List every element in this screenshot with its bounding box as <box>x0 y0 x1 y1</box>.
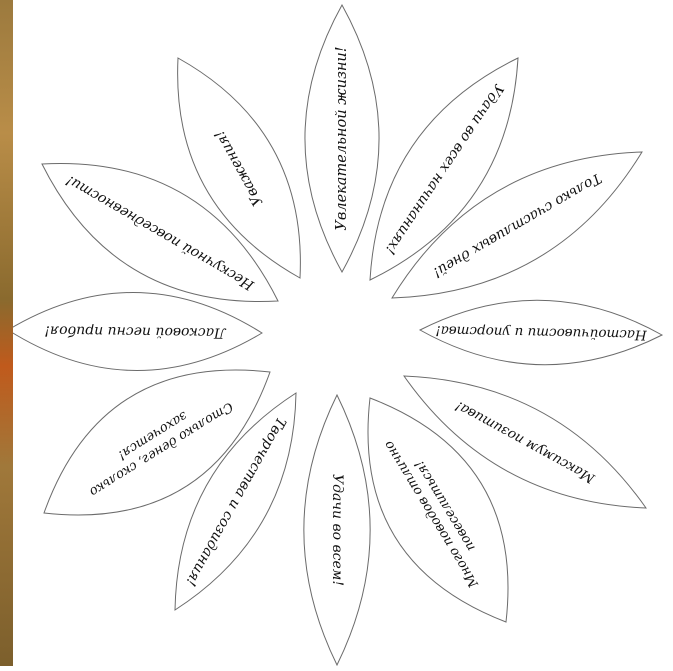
petal-1-line-1: Увлекательной жизни! <box>334 46 350 230</box>
background-photo-edge <box>0 0 13 666</box>
petal-7-text: Удачи во всем! <box>329 474 345 586</box>
petal-10-line-1: Ласковой песни прибоя! <box>44 322 227 340</box>
petal-10-text: Ласковой песни прибоя! <box>44 322 227 340</box>
petal-7-line-1: Удачи во всем! <box>329 474 345 586</box>
petal-1-text: Увлекательной жизни! <box>334 46 350 230</box>
